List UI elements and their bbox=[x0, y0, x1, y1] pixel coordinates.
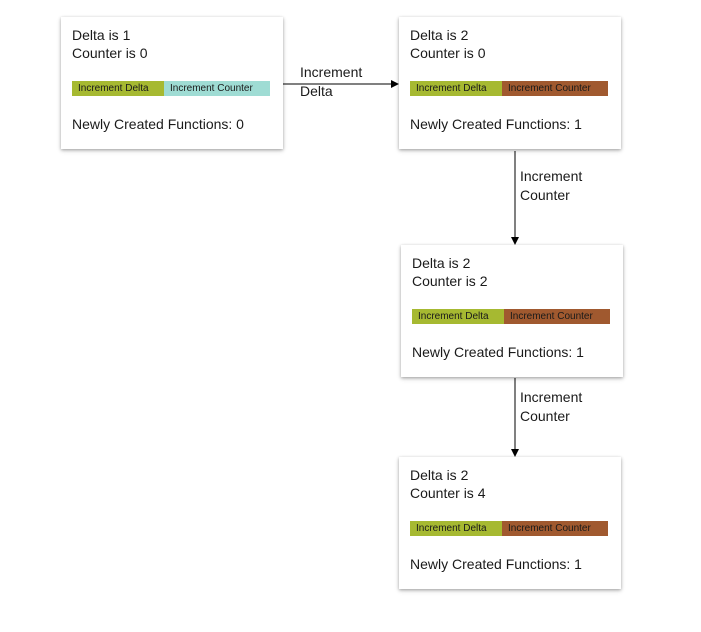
counter-text: Counter is 0 bbox=[410, 45, 486, 61]
increment-delta-button[interactable]: Increment Delta bbox=[410, 521, 502, 536]
button-row: Increment Delta Increment Counter bbox=[412, 309, 610, 324]
transition-label-increment-delta: Increment Delta bbox=[300, 63, 362, 101]
transition-label-line2: Counter bbox=[520, 187, 570, 203]
functions-count-text: Newly Created Functions: 1 bbox=[412, 344, 584, 360]
state-card-1: Delta is 1 Counter is 0 Increment Delta … bbox=[61, 17, 283, 149]
transition-label-line2: Counter bbox=[520, 408, 570, 424]
transition-label-line2: Delta bbox=[300, 83, 333, 99]
delta-text: Delta is 2 bbox=[410, 27, 469, 43]
increment-counter-button[interactable]: Increment Counter bbox=[164, 81, 270, 96]
state-card-4: Delta is 2 Counter is 4 Increment Delta … bbox=[399, 457, 621, 589]
button-row: Increment Delta Increment Counter bbox=[72, 81, 270, 96]
increment-counter-button[interactable]: Increment Counter bbox=[504, 309, 610, 324]
functions-count-text: Newly Created Functions: 1 bbox=[410, 116, 582, 132]
transition-label-line1: Increment bbox=[520, 389, 583, 405]
increment-delta-button[interactable]: Increment Delta bbox=[72, 81, 164, 96]
button-row: Increment Delta Increment Counter bbox=[410, 521, 608, 536]
delta-text: Delta is 1 bbox=[72, 27, 131, 43]
functions-count-text: Newly Created Functions: 0 bbox=[72, 116, 244, 132]
counter-text: Counter is 4 bbox=[410, 485, 486, 501]
button-row: Increment Delta Increment Counter bbox=[410, 81, 608, 96]
transition-label-increment-counter-2: Increment Counter bbox=[520, 388, 582, 426]
increment-delta-button[interactable]: Increment Delta bbox=[412, 309, 504, 324]
state-card-3: Delta is 2 Counter is 2 Increment Delta … bbox=[401, 245, 623, 377]
increment-counter-button[interactable]: Increment Counter bbox=[502, 521, 608, 536]
delta-text: Delta is 2 bbox=[410, 467, 469, 483]
functions-count-text: Newly Created Functions: 1 bbox=[410, 556, 582, 572]
transition-label-increment-counter-1: Increment Counter bbox=[520, 167, 582, 205]
increment-counter-button[interactable]: Increment Counter bbox=[502, 81, 608, 96]
delta-text: Delta is 2 bbox=[412, 255, 471, 271]
transition-label-line1: Increment bbox=[300, 64, 363, 80]
state-card-2: Delta is 2 Counter is 0 Increment Delta … bbox=[399, 17, 621, 149]
counter-text: Counter is 2 bbox=[412, 273, 488, 289]
transition-label-line1: Increment bbox=[520, 168, 583, 184]
increment-delta-button[interactable]: Increment Delta bbox=[410, 81, 502, 96]
counter-text: Counter is 0 bbox=[72, 45, 148, 61]
